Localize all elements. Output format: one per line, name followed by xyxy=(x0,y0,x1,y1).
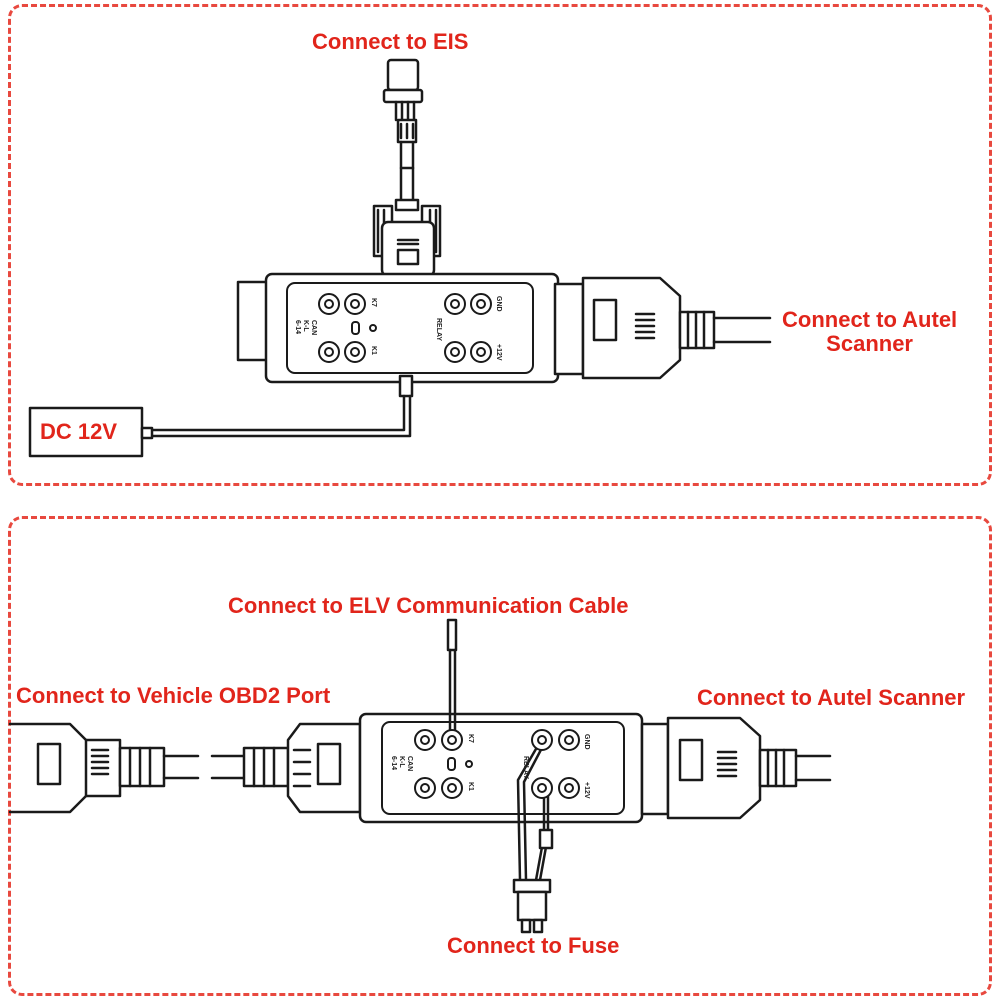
elv-cable xyxy=(446,618,458,740)
label-connect-fuse: Connect to Fuse xyxy=(447,933,620,958)
bottom-port-labels: CANK-L6-14 K7 K1 RELAY GND +12V xyxy=(390,734,590,799)
eis-plug xyxy=(382,58,424,212)
port-label-can-bottom: CANK-L6-14 xyxy=(390,756,413,771)
port-label-k7: K7 xyxy=(370,298,377,307)
bottom-panel xyxy=(8,516,992,996)
top-port-labels: CANK-L6-14 K7 K1 RELAY GND +12V xyxy=(294,296,502,361)
label-connect-eis: Connect to EIS xyxy=(312,29,469,54)
port-label-k1: K1 xyxy=(370,346,377,355)
port-label-k7-bottom: K7 xyxy=(467,734,474,743)
port-label-gnd: GND xyxy=(495,296,502,312)
port-label-k1-bottom: K1 xyxy=(467,782,474,791)
port-label-can: CANK-L6-14 xyxy=(294,320,317,335)
port-label-relay-bottom: RELAY xyxy=(522,756,529,779)
port-label-gnd-bottom: GND xyxy=(583,734,590,750)
obd-male-left xyxy=(8,722,200,814)
label-connect-scanner-top: Connect to Autel Scanner xyxy=(782,307,958,357)
label-dc-12v: DC 12V xyxy=(40,419,118,444)
bottom-interface-box xyxy=(358,712,644,824)
label-connect-obd: Connect to Vehicle OBD2 Port xyxy=(16,683,331,708)
top-scanner-connector xyxy=(553,276,772,380)
bottom-ports xyxy=(414,729,580,799)
label-connect-scanner-bottom: Connect to Autel Scanner xyxy=(697,685,966,710)
dc-cable xyxy=(28,374,414,458)
top-panel xyxy=(8,4,992,486)
port-label-12v: +12V xyxy=(495,344,502,361)
top-ports xyxy=(318,293,492,363)
port-label-12v-bottom: +12V xyxy=(583,782,590,799)
fuse-cable xyxy=(512,740,554,934)
label-connect-elv: Connect to ELV Communication Cable xyxy=(228,593,629,618)
db-connector xyxy=(372,204,442,278)
bottom-scanner-connector xyxy=(640,716,832,820)
top-interface-box xyxy=(236,272,560,384)
obd-male-middle xyxy=(210,722,362,814)
port-label-relay: RELAY xyxy=(435,318,442,341)
